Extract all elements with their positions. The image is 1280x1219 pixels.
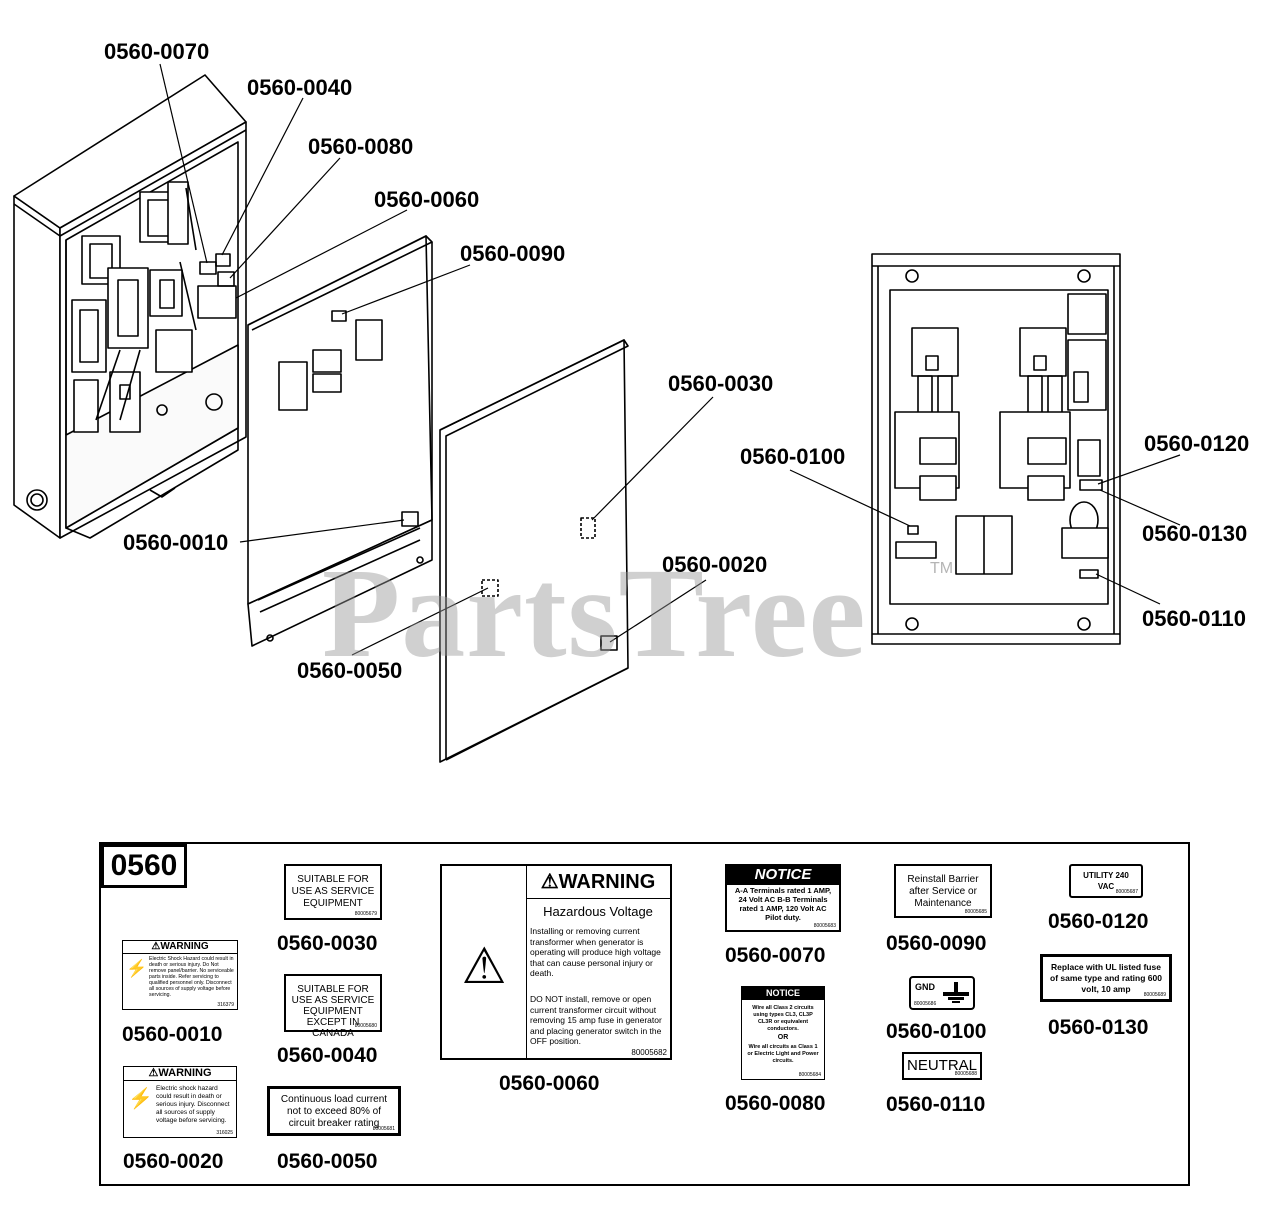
- ground-symbol-icon: [943, 982, 969, 1004]
- decal-header: ⚠WARNING: [526, 866, 670, 899]
- decal-code: 80005686: [914, 1001, 937, 1007]
- decal-0560-0050[interactable]: Continuous load current not to exceed 80…: [267, 1086, 401, 1136]
- decal-0560-0060[interactable]: ⚠ ⚠WARNING Hazardous Voltage Installing …: [440, 864, 672, 1060]
- shock-hazard-panel: ⚠: [442, 866, 527, 1058]
- partstree-watermark: PartsTree: [322, 542, 867, 684]
- callout-0560-0100[interactable]: 0560-0100: [740, 444, 846, 469]
- decal-body-1: Installing or removing current transform…: [530, 926, 661, 978]
- legend-title: 0560: [101, 844, 187, 888]
- decal-text: UTILITY 240 VAC: [1083, 871, 1129, 891]
- decal-0560-0030[interactable]: SUITABLE FOR USE AS SERVICE EQUIPMENT 80…: [284, 864, 382, 920]
- outer-door: [439, 339, 629, 763]
- legend-label-0560-0110: 0560-0110: [886, 1093, 986, 1116]
- decal-text: Continuous load current not to exceed 80…: [280, 1094, 388, 1129]
- shock-hazard-icon: ⚡: [128, 1088, 153, 1110]
- legend-label-0560-0080: 0560-0080: [725, 1092, 826, 1115]
- shock-hazard-icon: ⚠: [461, 938, 507, 994]
- decal-header-text: WARNING: [558, 871, 656, 893]
- legend-label-0560-0090: 0560-0090: [886, 932, 987, 955]
- decal-0560-0040[interactable]: SUITABLE FOR USE AS SERVICE EQUIPMENT EX…: [284, 974, 382, 1039]
- decal-0560-0130[interactable]: Replace with UL listed fuse of same type…: [1040, 954, 1172, 1002]
- decal-body-2: Wire all circuits as Class 1 or Electric…: [747, 1044, 819, 1064]
- decal-code: 80005684: [798, 1072, 821, 1078]
- decal-code: 80005681: [372, 1126, 395, 1132]
- decal-0560-0020[interactable]: ⚠WARNING ⚡ Electric shock hazard could r…: [123, 1066, 237, 1138]
- callout-0560-0090[interactable]: 0560-0090: [460, 241, 566, 266]
- front-view-panel: [871, 253, 1121, 645]
- decal-label: GND: [915, 982, 935, 992]
- legend-label-0560-0040: 0560-0040: [277, 1044, 378, 1067]
- callout-0560-0070[interactable]: 0560-0070: [104, 39, 210, 64]
- enclosure-box: [13, 74, 247, 539]
- legend-label-0560-0130: 0560-0130: [1048, 1016, 1149, 1039]
- decal-body-1: Wire all Class 2 circuits using types CL…: [752, 1005, 814, 1032]
- decal-0560-0010[interactable]: ⚠WARNING ⚡ Electric Shock Hazard could r…: [122, 940, 238, 1010]
- callout-0560-0080[interactable]: 0560-0080: [308, 134, 414, 159]
- trademark-mark: TM: [930, 560, 954, 577]
- callout-0560-0030[interactable]: 0560-0030: [668, 371, 774, 396]
- decal-body-2: DO NOT install, remove or open current t…: [530, 994, 662, 1046]
- decal-body: Electric Shock Hazard could result in de…: [149, 956, 234, 998]
- decal-body: Electric shock hazard could result in de…: [156, 1085, 230, 1124]
- decal-header: NOTICE: [727, 866, 839, 885]
- decal-0560-0100[interactable]: GND 80005686: [909, 976, 975, 1010]
- warning-triangle-icon: ⚠: [151, 941, 161, 952]
- decal-header: NOTICE: [742, 987, 824, 1000]
- decal-code: 80005689: [1143, 992, 1166, 998]
- barrier-panel: [247, 235, 433, 647]
- decal-code: 316379: [217, 1002, 234, 1008]
- callout-0560-0020[interactable]: 0560-0020: [662, 552, 768, 577]
- decal-code: 80005682: [631, 1048, 667, 1057]
- decal-0560-0110[interactable]: NEUTRAL 80005688: [902, 1052, 982, 1080]
- legend-label-0560-0010: 0560-0010: [122, 1023, 223, 1046]
- legend-label-0560-0120: 0560-0120: [1048, 910, 1149, 933]
- callout-0560-0120[interactable]: 0560-0120: [1144, 431, 1250, 456]
- decal-legend: 0560 ⚠WARNING ⚡ Electric Shock Hazard co…: [99, 842, 1190, 1186]
- decal-text: SUITABLE FOR USE AS SERVICE EQUIPMENT: [291, 874, 375, 909]
- decal-code: 80005685: [964, 909, 987, 915]
- decal-code: 80005679: [354, 911, 377, 917]
- exploded-view-drawing: [13, 63, 1181, 763]
- decal-code: 80005680: [354, 1023, 377, 1029]
- decal-code: 316025: [216, 1130, 233, 1136]
- decal-0560-0080[interactable]: NOTICE Wire all Class 2 circuits using t…: [741, 986, 825, 1080]
- legend-label-0560-0060: 0560-0060: [499, 1072, 600, 1095]
- decal-header: ⚠WARNING: [124, 1067, 236, 1081]
- callout-0560-0010[interactable]: 0560-0010: [123, 530, 229, 555]
- decal-text: Reinstall Barrier after Service or Maint…: [907, 874, 979, 909]
- warning-triangle-icon: ⚠: [148, 1067, 159, 1079]
- decal-code: 80005683: [813, 923, 836, 929]
- callout-0560-0060[interactable]: 0560-0060: [374, 187, 480, 212]
- decal-0560-0090[interactable]: Reinstall Barrier after Service or Maint…: [894, 864, 992, 918]
- decal-header-text: WARNING: [158, 1067, 212, 1079]
- shock-hazard-icon: ⚡: [126, 959, 148, 978]
- leader-lines: [159, 63, 1181, 656]
- legend-label-0560-0070: 0560-0070: [725, 944, 826, 967]
- decal-code: 80005687: [1115, 889, 1138, 895]
- decal-or: OR: [777, 1034, 789, 1041]
- decal-header: ⚠WARNING: [123, 941, 237, 954]
- legend-label-0560-0020: 0560-0020: [123, 1150, 224, 1173]
- decal-body: A-A Terminals rated 1 AMP, 24 Volt AC B-…: [734, 886, 832, 922]
- callout-0560-0130[interactable]: 0560-0130: [1142, 521, 1248, 546]
- callout-0560-0050[interactable]: 0560-0050: [297, 658, 403, 683]
- callout-0560-0040[interactable]: 0560-0040: [247, 75, 353, 100]
- decal-0560-0120[interactable]: UTILITY 240 VAC 80005687: [1069, 864, 1143, 898]
- decal-code: 80005688: [954, 1071, 977, 1077]
- decal-header-text: WARNING: [160, 941, 209, 952]
- legend-label-0560-0100: 0560-0100: [886, 1020, 987, 1043]
- callout-0560-0110[interactable]: 0560-0110: [1142, 606, 1246, 631]
- decal-text: Replace with UL listed fuse of same type…: [1050, 962, 1162, 994]
- legend-label-0560-0050: 0560-0050: [277, 1150, 378, 1173]
- decal-subheader: Hazardous Voltage: [543, 904, 653, 919]
- decal-0560-0070[interactable]: NOTICE A-A Terminals rated 1 AMP, 24 Vol…: [725, 864, 841, 932]
- warning-triangle-icon: ⚠: [540, 871, 559, 893]
- decal-label: NEUTRAL: [906, 1057, 977, 1074]
- decal-text: SUITABLE FOR USE AS SERVICE EQUIPMENT EX…: [291, 984, 375, 1039]
- legend-label-0560-0030: 0560-0030: [277, 932, 378, 955]
